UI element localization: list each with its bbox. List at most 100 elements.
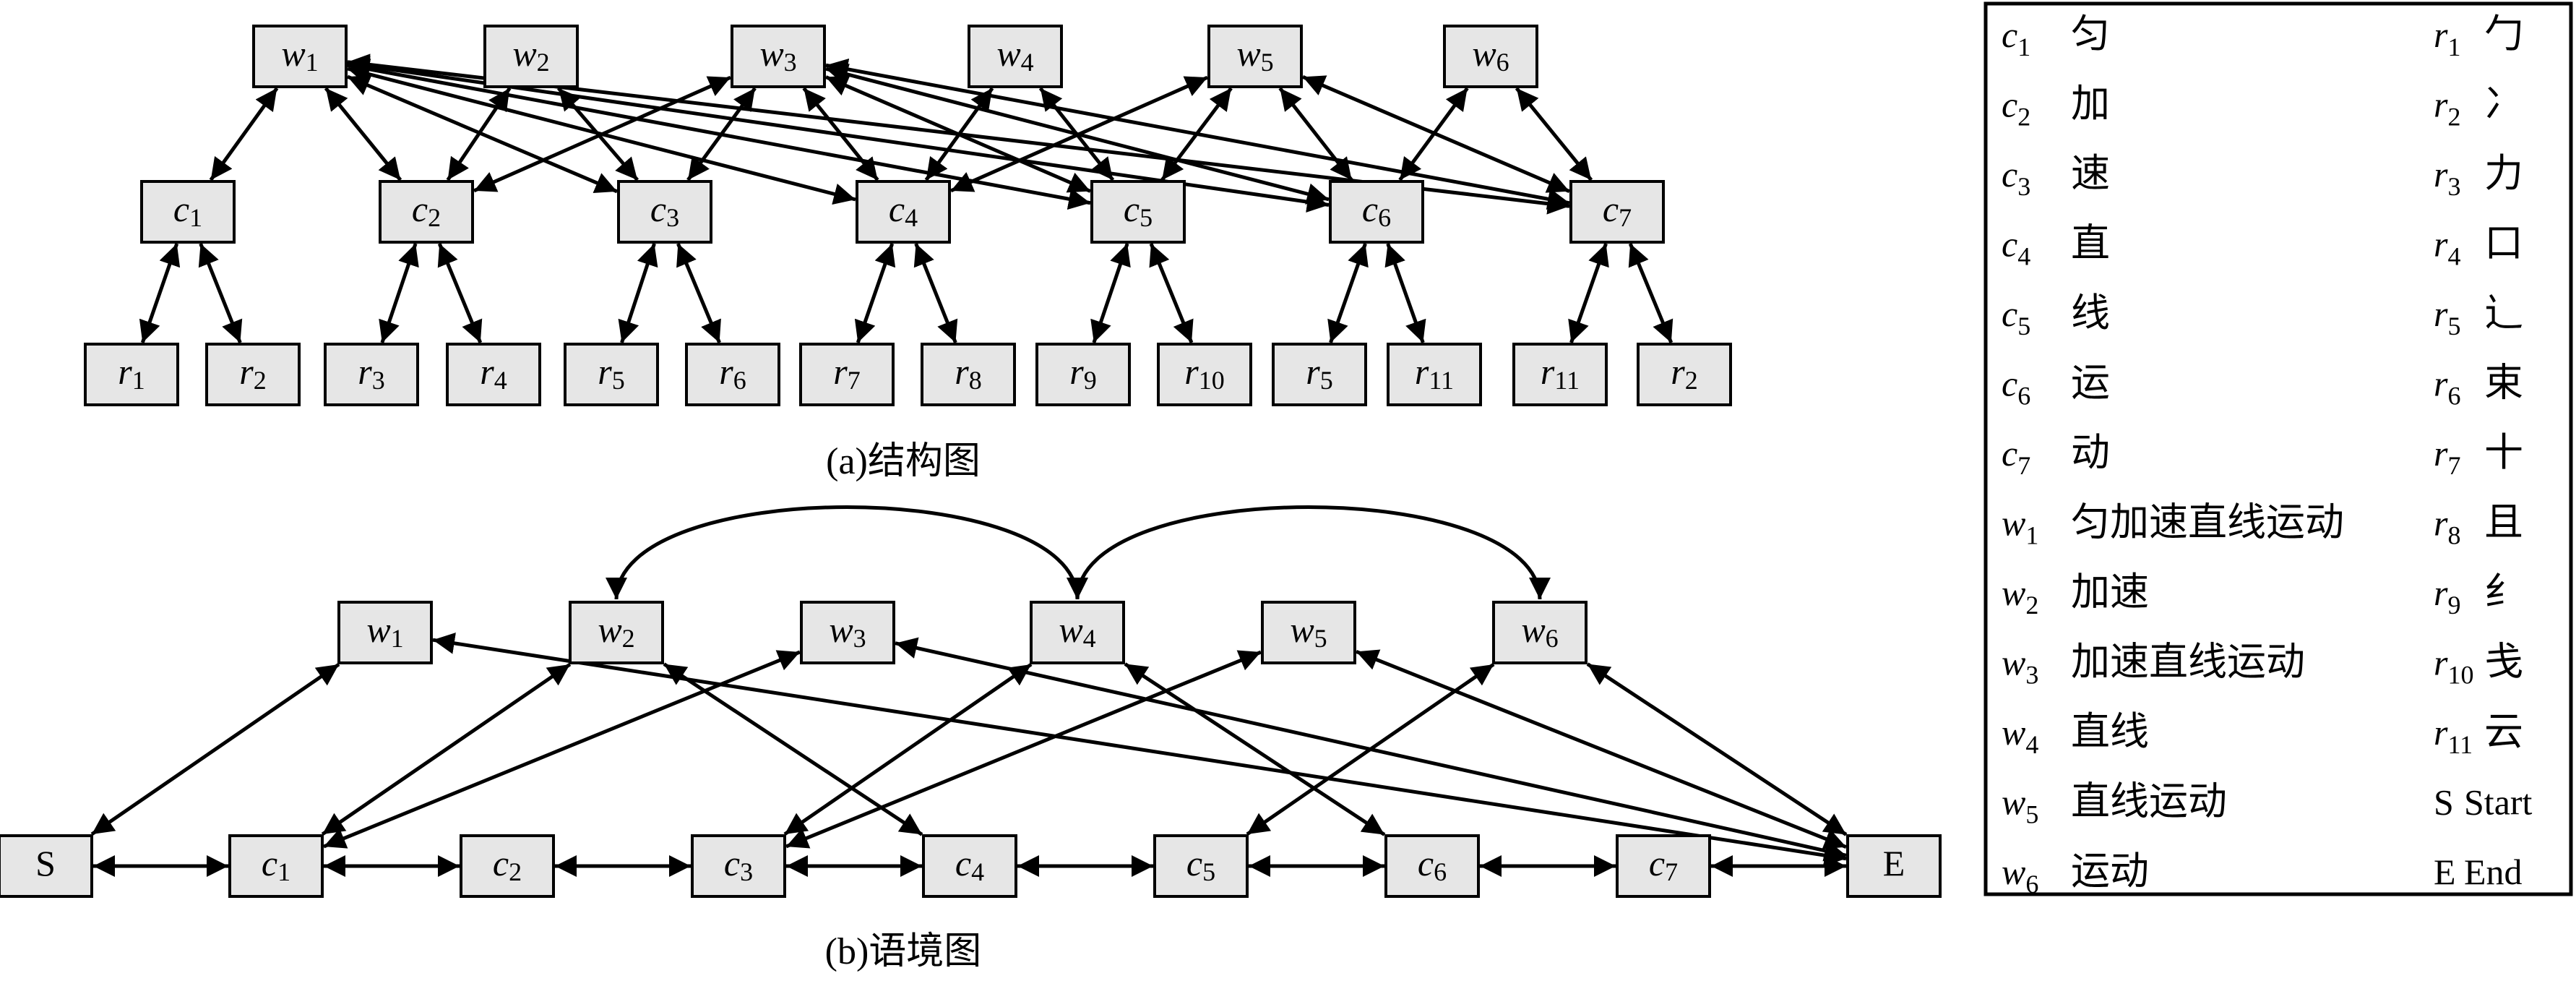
sequence-node-label: c4 bbox=[955, 843, 984, 886]
legend-key: r4 bbox=[2434, 224, 2460, 271]
char-radical-edge bbox=[379, 243, 419, 343]
radical-node: r6 bbox=[685, 343, 780, 406]
word-context-edge bbox=[1356, 649, 1847, 849]
word-word-curved-edge bbox=[606, 505, 1088, 600]
legend-key: w2 bbox=[2002, 573, 2038, 620]
sequence-node-label: c2 bbox=[493, 843, 522, 886]
word-char-edge bbox=[209, 87, 279, 181]
legend-description: 且 bbox=[2484, 501, 2523, 544]
legend-description: 运动 bbox=[2071, 849, 2149, 893]
legend-key: c6 bbox=[2002, 364, 2030, 411]
radical-node-label: r10 bbox=[1184, 351, 1224, 395]
sequence-node-box bbox=[1616, 834, 1711, 898]
radical-node-box bbox=[1637, 343, 1732, 406]
legend-description: 辶 bbox=[2484, 291, 2523, 335]
legend-key: c2 bbox=[2002, 85, 2030, 132]
word-node: w3 bbox=[731, 25, 826, 88]
legend-key: r10 bbox=[2434, 643, 2473, 690]
word-char-edge bbox=[1302, 75, 1570, 193]
word-context-edge bbox=[783, 662, 1033, 836]
legend-description: 力 bbox=[2484, 152, 2523, 195]
legend-description: 运 bbox=[2071, 361, 2110, 405]
char-node-label: c3 bbox=[650, 189, 679, 232]
context-graph-caption: (b)语境图 bbox=[825, 931, 982, 972]
word-node-label: w1 bbox=[366, 609, 403, 653]
word-context-edge bbox=[1124, 662, 1386, 836]
radical-node-box bbox=[1035, 343, 1131, 406]
legend-entry: c4 直 bbox=[2002, 222, 2110, 271]
legend-description: 十 bbox=[2484, 431, 2523, 474]
word-char-edge bbox=[1160, 87, 1233, 181]
radical-node-label: r5 bbox=[598, 351, 624, 395]
legend-entry: w6 运动 bbox=[2002, 849, 2149, 899]
word-node-box bbox=[800, 601, 895, 664]
word-char-edge bbox=[1278, 87, 1353, 181]
structure-graph-caption: (a)结构图 bbox=[826, 441, 981, 482]
word-node-box bbox=[1207, 25, 1303, 88]
sequence-node-box bbox=[0, 834, 93, 898]
char-node-box bbox=[1090, 180, 1186, 244]
legend-key: c1 bbox=[2002, 14, 2030, 61]
char-node-label: c4 bbox=[889, 189, 918, 232]
radical-node-label: r7 bbox=[833, 351, 860, 395]
legend-key: c4 bbox=[2002, 224, 2030, 271]
word-node-box bbox=[483, 25, 579, 88]
radical-node-label: r6 bbox=[719, 351, 746, 395]
word-node-box bbox=[569, 601, 664, 664]
legend-entry: r3 力 bbox=[2434, 152, 2523, 201]
char-node-box bbox=[1569, 180, 1665, 244]
radical-node-label: r1 bbox=[118, 351, 145, 395]
radical-node: r7 bbox=[799, 343, 895, 406]
legend-description: 直 bbox=[2071, 222, 2110, 265]
word-node-box bbox=[1261, 601, 1356, 664]
legend-entry: r5 辶 bbox=[2434, 291, 2523, 340]
legend-key: r9 bbox=[2434, 573, 2460, 620]
radical-node-box bbox=[1272, 343, 1367, 406]
legend-description: End bbox=[2464, 852, 2523, 892]
radical-node: r2 bbox=[205, 343, 301, 406]
radical-node-label: r11 bbox=[1415, 351, 1454, 395]
char-node-label: c1 bbox=[173, 189, 202, 232]
radical-node-box bbox=[205, 343, 301, 406]
word-node-label: w6 bbox=[1472, 33, 1509, 77]
radical-node-box bbox=[1387, 343, 1482, 406]
char-radical-edge bbox=[1090, 243, 1131, 343]
word-context-edge bbox=[663, 662, 923, 836]
char-node: c3 bbox=[617, 180, 712, 244]
legend-key: E bbox=[2434, 852, 2456, 892]
sequence-node: c7 bbox=[1616, 834, 1711, 898]
legend-key: c3 bbox=[2002, 154, 2030, 201]
legend-description: 云 bbox=[2484, 710, 2523, 753]
legend-key: r5 bbox=[2434, 294, 2460, 340]
context-graph-edges bbox=[90, 505, 1848, 877]
char-radical-edge bbox=[913, 243, 958, 343]
legend-entry: c1 匀 bbox=[2002, 12, 2110, 61]
legend-description: 匀 bbox=[2071, 12, 2110, 56]
word-node: w4 bbox=[1030, 601, 1125, 664]
radical-node: r1 bbox=[84, 343, 179, 406]
word-node: w5 bbox=[1207, 25, 1303, 88]
word-node: w1 bbox=[252, 25, 348, 88]
legend-key: w6 bbox=[2002, 852, 2038, 899]
char-node-label: c7 bbox=[1603, 189, 1632, 232]
legend-key: r3 bbox=[2434, 154, 2460, 201]
word-node-label: w3 bbox=[759, 33, 796, 77]
char-node-box bbox=[856, 180, 951, 244]
legend-key: r1 bbox=[2434, 14, 2460, 61]
radical-node-label: r2 bbox=[1671, 351, 1697, 395]
char-node-box bbox=[140, 180, 236, 244]
sequence-node-label: c7 bbox=[1649, 843, 1678, 886]
char-node-box bbox=[1329, 180, 1424, 244]
